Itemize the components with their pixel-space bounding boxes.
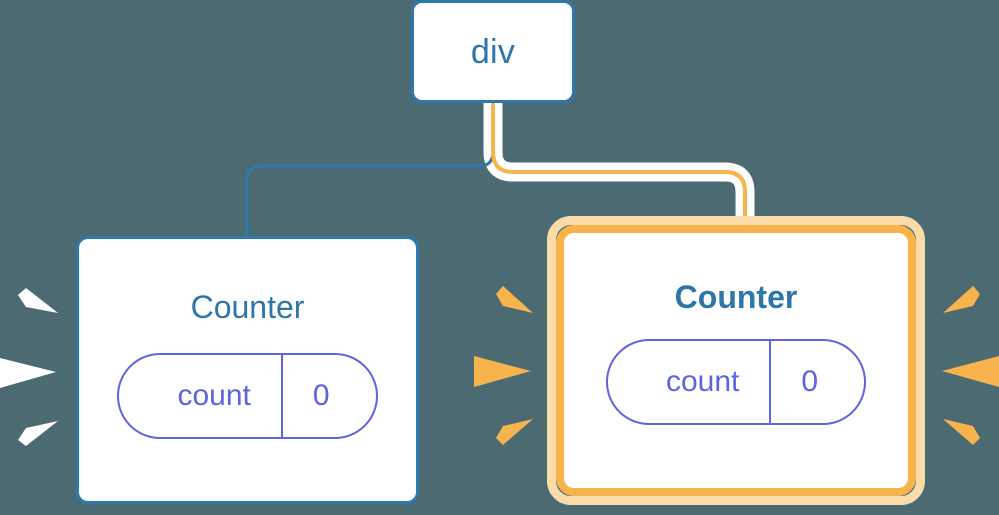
state-pill-wrapper-left: count 0 — [117, 353, 378, 439]
node-counter-right-label: Counter — [674, 279, 798, 315]
state-pill-wrapper-right: count 0 — [605, 339, 867, 425]
state-pill-right-value: 0 — [769, 341, 864, 423]
node-counter-right[interactable]: Counter count 0 — [547, 216, 925, 505]
connector-root-to-counter-right-halo — [483, 100, 755, 232]
state-pill-right-key: count — [665, 365, 740, 398]
node-div[interactable]: div — [411, 0, 575, 103]
highlight-halo-outer — [547, 216, 925, 505]
state-pill-right[interactable]: count 0 — [605, 339, 867, 425]
connector-root-to-counter-left — [245, 103, 495, 240]
node-div-label: div — [470, 32, 516, 71]
state-pill-left-value: 0 — [280, 355, 376, 437]
node-counter-left[interactable]: Counter count 0 — [76, 236, 419, 504]
state-pill-left-key: count — [177, 379, 251, 412]
state-pill-left[interactable]: count 0 — [117, 353, 378, 439]
highlight-halo-inner: Counter count 0 — [556, 225, 916, 496]
node-counter-left-label: Counter — [190, 289, 305, 325]
connector-root-to-counter-right — [491, 100, 747, 232]
